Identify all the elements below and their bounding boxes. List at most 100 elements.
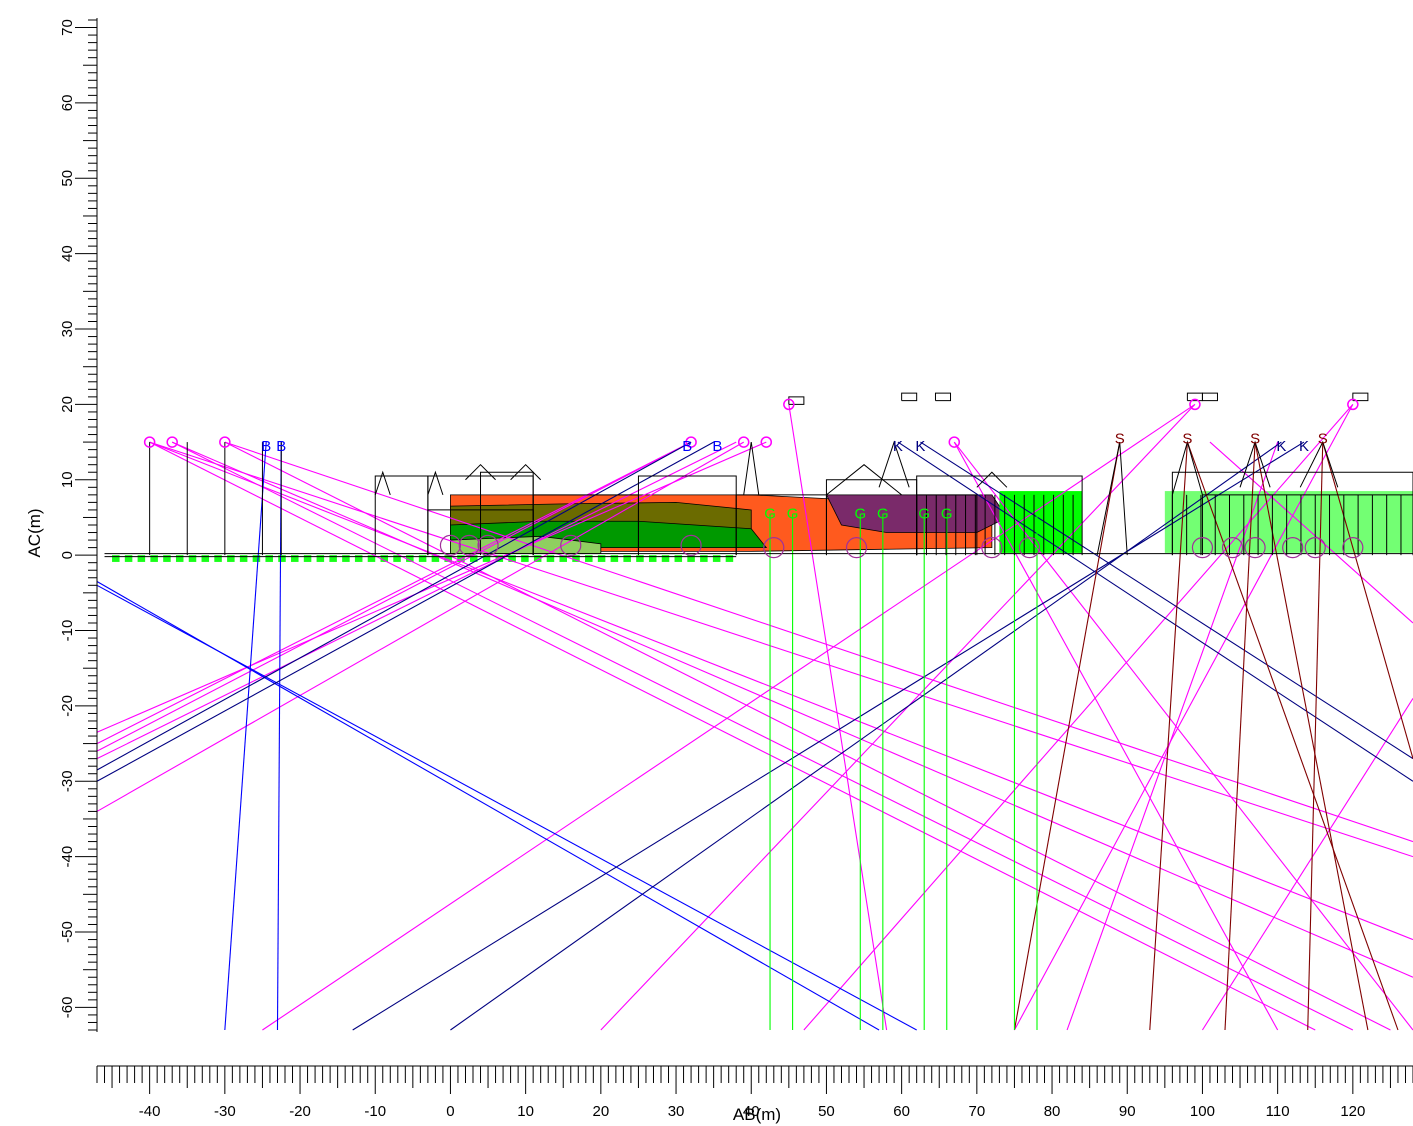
ray-magenta: [149, 441, 1413, 941]
structure-outlines: [104, 392, 1413, 559]
x-tick-label: 30: [668, 1103, 685, 1120]
ground-mark: [329, 555, 337, 562]
receiver-circle: [1244, 537, 1266, 559]
ground-mark: [137, 555, 146, 562]
ground-mark: [303, 555, 312, 562]
ray-maroon: [1322, 441, 1413, 759]
ground-mark: [406, 555, 414, 562]
y-tick-label: 40: [59, 245, 76, 262]
ray-magenta: [96, 441, 692, 745]
ray-blue: [96, 584, 917, 1031]
ground-mark: [585, 555, 593, 562]
ground-mark: [380, 555, 389, 562]
ground-mark: [239, 555, 248, 562]
receiver-circle: [680, 534, 702, 556]
point-label: S: [1182, 430, 1192, 447]
ground-mark: [572, 555, 580, 562]
x-tick-label: 50: [818, 1103, 835, 1120]
ray-maroon: [1013, 441, 1121, 1031]
y-tick-label: -60: [59, 997, 76, 1019]
ground-mark: [112, 555, 120, 562]
ground-mark: [291, 555, 299, 562]
roof-peak: [427, 470, 444, 496]
point-label: G: [764, 506, 776, 523]
ground-mark: [163, 555, 171, 562]
roof-peak: [1299, 440, 1339, 488]
x-tick-label: 20: [592, 1103, 609, 1120]
ray-magenta: [953, 441, 1279, 1031]
building-outline: [1201, 494, 1413, 556]
y-tick-label: -30: [59, 770, 76, 792]
point-label: K: [1276, 438, 1286, 455]
ray-magenta: [803, 404, 1354, 1031]
ground-mark: [278, 555, 286, 562]
y-tick-label: 0: [59, 551, 76, 559]
ray-magenta: [96, 441, 692, 752]
box-marker: [1352, 392, 1369, 402]
roof-peak: [510, 463, 542, 481]
ray-magenta: [788, 404, 888, 1031]
roof-peak: [1171, 440, 1203, 495]
y-tick-label: -40: [59, 846, 76, 868]
ground-mark: [700, 555, 708, 562]
x-tick-label: -30: [214, 1103, 236, 1120]
ground-mark: [636, 555, 644, 562]
ground-mark: [533, 555, 542, 562]
ray-magenta: [149, 441, 1316, 1031]
ray-magenta: [224, 441, 1413, 843]
y-axis-title: AC(m): [25, 508, 44, 557]
ground-mark: [431, 555, 440, 562]
roof-peak: [374, 470, 391, 496]
ground-mark: [316, 555, 325, 562]
x-tick-label: 90: [1119, 1103, 1136, 1120]
ground-mark: [354, 555, 363, 562]
ground-mark: [661, 555, 670, 562]
ground-mark: [546, 555, 555, 562]
ground-mark: [150, 555, 158, 562]
ground-mark: [597, 555, 606, 562]
ray-magenta: [953, 441, 1413, 1031]
ray-magenta: [149, 441, 1413, 858]
ground-mark: [495, 555, 504, 562]
receiver-circle: [1191, 537, 1214, 559]
source-icon: [783, 398, 795, 411]
ground-mark: [648, 555, 657, 562]
source-icon: [1347, 398, 1359, 411]
ray-navy: [352, 441, 1305, 1031]
point-label: G: [877, 506, 889, 523]
point-label: K: [893, 438, 903, 455]
box-marker: [1201, 392, 1218, 402]
point-label: B: [276, 438, 286, 455]
ray-maroon: [1307, 442, 1324, 1031]
ray-magenta: [96, 441, 767, 733]
ground-mark: [610, 555, 619, 562]
y-tick-label: 50: [59, 170, 76, 187]
point-label: S: [1318, 430, 1328, 447]
ray-magenta: [1013, 404, 1354, 1031]
y-tick-label: 20: [59, 396, 76, 413]
ground-mark: [265, 555, 273, 562]
x-tick-label: 120: [1340, 1103, 1365, 1120]
ray-maroon: [1224, 442, 1256, 1031]
point-label: S: [1250, 430, 1260, 447]
roof-peak: [743, 442, 760, 495]
x-tick-label: -40: [139, 1103, 161, 1120]
ground-mark: [559, 555, 567, 562]
point-label: G: [918, 506, 930, 523]
ray-magenta: [96, 441, 737, 760]
ray-magenta: [224, 441, 1391, 1031]
receiver-circle: [560, 534, 582, 556]
x-tick-label: 0: [446, 1103, 454, 1120]
roof-peak: [1096, 441, 1128, 556]
ray-magenta: [262, 403, 1196, 1031]
receiver-circle: [477, 534, 499, 556]
ground-mark: [623, 555, 631, 562]
ray-magenta: [96, 441, 744, 812]
ground-mark: [674, 555, 683, 562]
box-marker: [901, 392, 918, 402]
ground-mark: [188, 555, 197, 562]
y-tick-label: 10: [59, 471, 76, 488]
y-tick-label: 60: [59, 95, 76, 112]
roof-peak: [976, 471, 1008, 488]
